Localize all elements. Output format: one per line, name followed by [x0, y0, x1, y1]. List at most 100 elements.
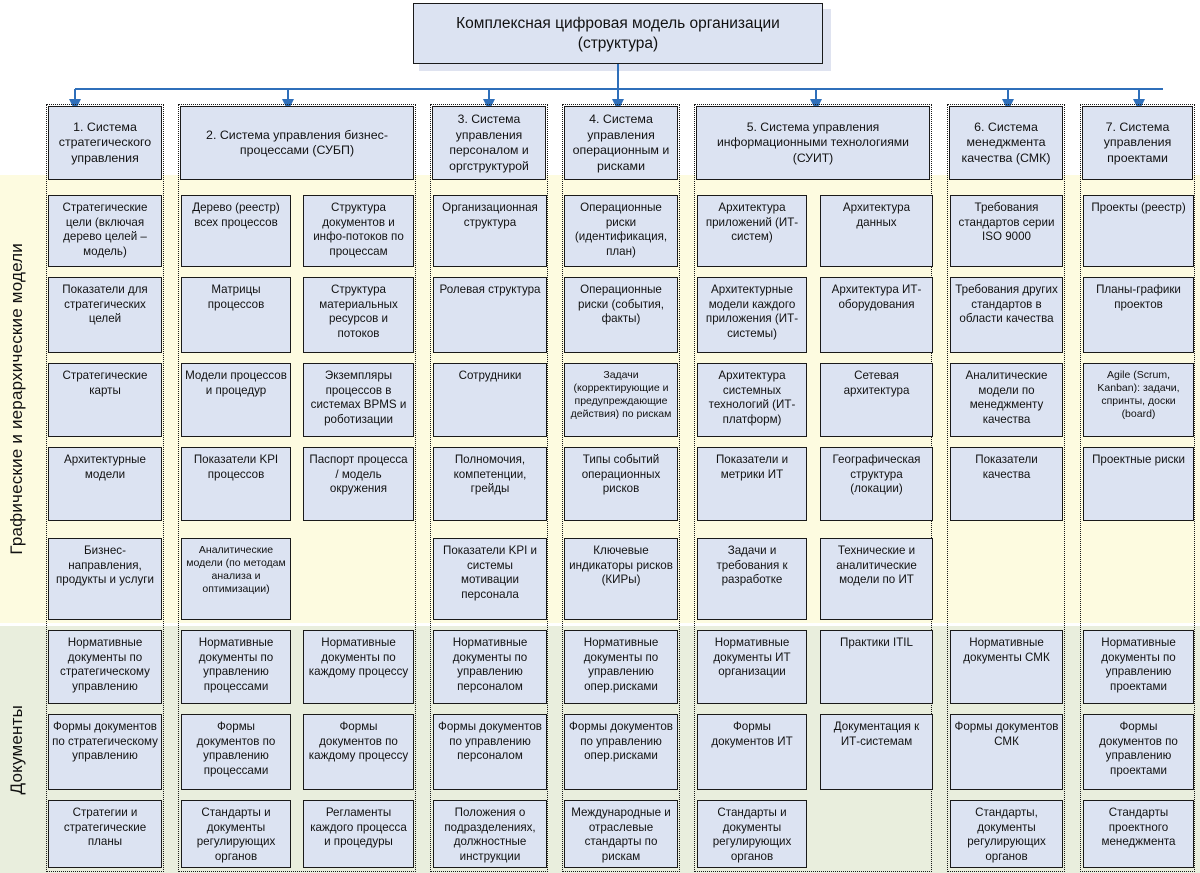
column-header-3: 3. Система управления персоналом и оргст… [432, 106, 546, 180]
cell-model-c2-s2-r2-label: Структура материальных ресурсов и потоко… [319, 283, 398, 340]
cell-doc-c4-s1-r2-label: Формы документов по управлению опер.риск… [569, 720, 673, 763]
cell-model-c7-s1-r2[interactable]: Планы-графики проектов [1083, 277, 1194, 353]
cell-model-c6-s1-r3-label: Аналитические модели по менеджменту каче… [965, 369, 1048, 426]
cell-model-c6-s1-r4[interactable]: Показатели качества [950, 447, 1063, 521]
cell-doc-c1-s1-r3[interactable]: Стратегии и стратегические планы [48, 800, 162, 868]
cell-doc-c5-s1-r2[interactable]: Формы документов ИТ [697, 714, 807, 790]
cell-doc-c1-s1-r2[interactable]: Формы документов по стратегическому упра… [48, 714, 162, 790]
cell-model-c3-s1-r2[interactable]: Ролевая структура [433, 277, 547, 353]
cell-model-c1-s1-r3-label: Стратегические карты [62, 369, 148, 397]
cell-model-c6-s1-r3[interactable]: Аналитические модели по менеджменту каче… [950, 363, 1063, 437]
cell-model-c2-s1-r2[interactable]: Матрицы процессов [181, 277, 291, 353]
cell-model-c1-s1-r5[interactable]: Бизнес-направления, продукты и услуги [48, 538, 162, 620]
cell-model-c2-s1-r5[interactable]: Аналитические модели (по методам анализа… [181, 538, 291, 620]
cell-model-c4-s1-r3[interactable]: Задачи (корректирующие и предупреждающие… [564, 363, 678, 437]
cell-model-c1-s1-r3[interactable]: Стратегические карты [48, 363, 162, 437]
cell-model-c6-s1-r1[interactable]: Требования стандартов серии ISO 9000 [950, 195, 1063, 267]
cell-model-c4-s1-r5[interactable]: Ключевые индикаторы рисков (КИРы) [564, 538, 678, 620]
cell-doc-c4-s1-r3[interactable]: Международные и отраслевые стандарты по … [564, 800, 678, 868]
cell-model-c7-s1-r3[interactable]: Agile (Scrum, Kanban): задачи, спринты, … [1083, 363, 1194, 437]
cell-doc-c6-s1-r2[interactable]: Формы документов СМК [950, 714, 1063, 790]
cell-model-c3-s1-r4-label: Полномочия, компетенции, грейды [453, 453, 527, 496]
cell-model-c5-s1-r1[interactable]: Архитектура приложений (ИТ-систем) [697, 195, 807, 267]
cell-model-c3-s1-r5-label: Показатели KPI и системы мотивации персо… [442, 544, 538, 601]
cell-model-c2-s1-r3-label: Модели процессов и процедур [185, 369, 287, 397]
cell-doc-c2-s2-r2[interactable]: Формы документов по каждому процессу [303, 714, 414, 790]
column-frame-6 [947, 104, 1065, 872]
cell-model-c6-s1-r2[interactable]: Требования других стандартов в области к… [950, 277, 1063, 353]
cell-doc-c6-s1-r3[interactable]: Стандарты, документы регулирующих органо… [950, 800, 1063, 868]
cell-model-c5-s2-r1[interactable]: Архитектура данных [820, 195, 933, 267]
cell-doc-c5-s1-r1[interactable]: Нормативные документы ИТ организации [697, 630, 807, 704]
cell-doc-c7-s1-r2[interactable]: Формы документов по управлению проектами [1083, 714, 1194, 790]
cell-model-c5-s2-r1-label: Архитектура данных [842, 201, 911, 229]
cell-model-c4-s1-r1[interactable]: Операционные риски (идентификация, план) [564, 195, 678, 267]
cell-model-c5-s1-r3-label: Архитектура системных технологий (ИТ-пла… [708, 369, 796, 426]
cell-doc-c6-s1-r2-label: Формы документов СМК [954, 720, 1059, 748]
cell-model-c7-s1-r4[interactable]: Проектные риски [1083, 447, 1194, 521]
cell-model-c4-s1-r2[interactable]: Операционные риски (события, факты) [564, 277, 678, 353]
cell-model-c2-s1-r1[interactable]: Дерево (реестр) всех процессов [181, 195, 291, 267]
cell-model-c2-s1-r3[interactable]: Модели процессов и процедур [181, 363, 291, 437]
cell-model-c5-s2-r5[interactable]: Технические и аналитические модели по ИТ [820, 538, 933, 620]
column-header-5-label: 5. Система управления информационными те… [717, 119, 909, 165]
cell-model-c1-s1-r4[interactable]: Архитектурные модели [48, 447, 162, 521]
cell-doc-c1-s1-r1[interactable]: Нормативные документы по стратегическому… [48, 630, 162, 704]
cell-model-c5-s1-r5[interactable]: Задачи и требования к разработке [697, 538, 807, 620]
cell-model-c2-s2-r3-label: Экземпляры процессов в системах BPMS и р… [310, 369, 407, 426]
cell-doc-c7-s1-r1[interactable]: Нормативные документы по управлению прое… [1083, 630, 1194, 704]
cell-doc-c3-s1-r3-label: Положения о подразделениях, должностные … [444, 806, 536, 863]
cell-doc-c7-s1-r3[interactable]: Стандарты проектного менеджмента [1083, 800, 1194, 868]
cell-model-c3-s1-r1[interactable]: Организационная структура [433, 195, 547, 267]
cell-model-c5-s1-r3[interactable]: Архитектура системных технологий (ИТ-пла… [697, 363, 807, 437]
cell-model-c2-s1-r4[interactable]: Показатели KPI процессов [181, 447, 291, 521]
cell-model-c3-s1-r3[interactable]: Сотрудники [433, 363, 547, 437]
cell-doc-c2-s2-r1-label: Нормативные документы по каждому процесс… [308, 636, 409, 679]
cell-model-c2-s2-r1-label: Структура документов и инфо-потоков по п… [313, 201, 404, 258]
cell-model-c1-s1-r2[interactable]: Показатели для стратегических целей [48, 277, 162, 353]
cell-doc-c3-s1-r1[interactable]: Нормативные документы по управлению перс… [433, 630, 547, 704]
cell-model-c5-s1-r2[interactable]: Архитектурные модели каждого приложения … [697, 277, 807, 353]
cell-model-c5-s1-r4-label: Показатели и метрики ИТ [715, 453, 789, 481]
cell-doc-c6-s1-r1[interactable]: Нормативные документы СМК [950, 630, 1063, 704]
band-label-documents-text: Документы [7, 704, 26, 795]
column-header-6-label: 6. Система менеджмента качества (СМК) [961, 119, 1051, 165]
cell-doc-c3-s1-r2[interactable]: Формы документов по управлению персонало… [433, 714, 547, 790]
cell-doc-c2-s2-r1[interactable]: Нормативные документы по каждому процесс… [303, 630, 414, 704]
cell-model-c5-s1-r2-label: Архитектурные модели каждого приложения … [705, 283, 799, 340]
cell-model-c5-s1-r4[interactable]: Показатели и метрики ИТ [697, 447, 807, 521]
cell-doc-c4-s1-r1-label: Нормативные документы по управлению опер… [583, 636, 659, 693]
band-label-models: Графические и иерархические модели [0, 175, 34, 623]
cell-model-c1-s1-r1[interactable]: Стратегические цели (включая дерево целе… [48, 195, 162, 267]
cell-doc-c4-s1-r2[interactable]: Формы документов по управлению опер.риск… [564, 714, 678, 790]
cell-doc-c3-s1-r3[interactable]: Положения о подразделениях, должностные … [433, 800, 547, 868]
column-frame-3 [430, 104, 548, 872]
cell-model-c2-s2-r1[interactable]: Структура документов и инфо-потоков по п… [303, 195, 414, 267]
cell-model-c2-s2-r4[interactable]: Паспорт процесса / модель окружения [303, 447, 414, 521]
cell-doc-c5-s2-r1[interactable]: Практики ITIL [820, 630, 933, 704]
cell-doc-c2-s2-r3[interactable]: Регламенты каждого процесса и процедуры [303, 800, 414, 868]
cell-doc-c2-s1-r2-label: Формы документов по управлению процессам… [196, 720, 276, 777]
cell-model-c2-s2-r2[interactable]: Структура материальных ресурсов и потоко… [303, 277, 414, 353]
cell-model-c2-s2-r3[interactable]: Экземпляры процессов в системах BPMS и р… [303, 363, 414, 437]
cell-model-c3-s1-r5[interactable]: Показатели KPI и системы мотивации персо… [433, 538, 547, 620]
cell-doc-c5-s2-r2[interactable]: Документация к ИТ-системам [820, 714, 933, 790]
cell-model-c3-s1-r4[interactable]: Полномочия, компетенции, грейды [433, 447, 547, 521]
band-label-models-text: Графические и иерархические модели [7, 243, 26, 555]
cell-model-c4-s1-r4[interactable]: Типы событий операционных рисков [564, 447, 678, 521]
cell-doc-c2-s1-r3[interactable]: Стандарты и документы регулирующих орган… [181, 800, 291, 868]
column-frame-4 [562, 104, 680, 872]
cell-model-c7-s1-r1[interactable]: Проекты (реестр) [1083, 195, 1194, 267]
cell-model-c5-s2-r4[interactable]: Географическая структура (локации) [820, 447, 933, 521]
cell-model-c5-s2-r3[interactable]: Сетевая архитектура [820, 363, 933, 437]
cell-model-c5-s2-r2[interactable]: Архитектура ИТ-оборудования [820, 277, 933, 353]
cell-doc-c5-s1-r3[interactable]: Стандарты и документы регулирующих орган… [697, 800, 807, 868]
cell-model-c1-s1-r4-label: Архитектурные модели [64, 453, 146, 481]
cell-doc-c5-s1-r2-label: Формы документов ИТ [711, 720, 793, 748]
cell-model-c3-s1-r3-label: Сотрудники [458, 369, 522, 382]
cell-model-c5-s2-r3-label: Сетевая архитектура [843, 369, 910, 397]
cell-doc-c2-s1-r1[interactable]: Нормативные документы по управлению проц… [181, 630, 291, 704]
cell-doc-c4-s1-r1[interactable]: Нормативные документы по управлению опер… [564, 630, 678, 704]
cell-model-c1-s1-r5-label: Бизнес-направления, продукты и услуги [56, 544, 154, 587]
cell-doc-c2-s1-r2[interactable]: Формы документов по управлению процессам… [181, 714, 291, 790]
